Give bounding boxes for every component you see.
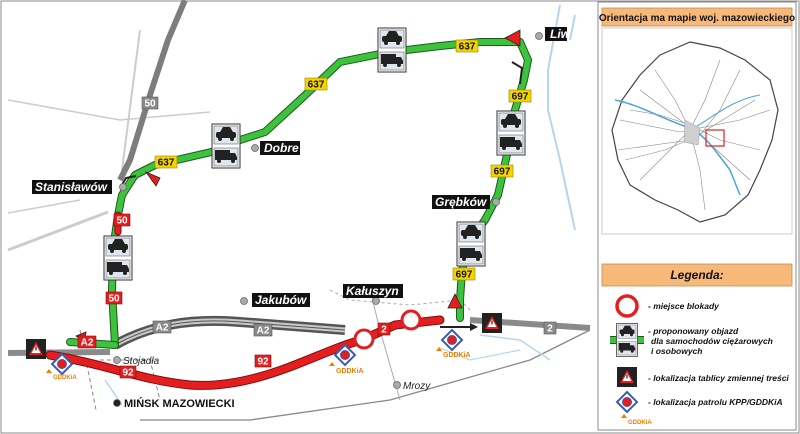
svg-text:A2: A2 xyxy=(257,326,270,337)
road-shield-2: 2 xyxy=(543,321,557,335)
inset-title: Orientacja ma mapie woj. mazowieckiego xyxy=(599,13,795,24)
town-label-stanislawow: Stanisławów xyxy=(32,180,112,194)
svg-text:697: 697 xyxy=(456,270,473,281)
svg-text:i osobowych: i osobowych xyxy=(651,346,702,356)
road-shield-92: 92 xyxy=(254,354,272,368)
detour-sign-icon xyxy=(104,236,132,280)
road-shield-697: 697 xyxy=(452,267,476,281)
road-shield-50: 50 xyxy=(105,291,123,305)
svg-text:Dobre: Dobre xyxy=(264,141,299,155)
svg-text:A2: A2 xyxy=(156,323,169,334)
road-shield-50: 50 xyxy=(113,213,131,227)
detour-sign-icon xyxy=(497,111,525,155)
svg-text:637: 637 xyxy=(308,80,325,91)
gddkia-logo-3: GDDKiA xyxy=(436,347,471,359)
gddkia-label: GDDKiA xyxy=(443,352,471,359)
svg-text:50: 50 xyxy=(108,294,120,305)
inset-header: Orientacja ma mapie woj. mazowieckiego xyxy=(599,7,795,27)
gddkia-label: GDDKiA xyxy=(53,375,77,381)
svg-text:Grębków: Grębków xyxy=(435,195,487,209)
town-label-jakubow: Jakubów xyxy=(252,293,310,307)
warning-sign-icon xyxy=(26,339,46,359)
blockade-ring-1 xyxy=(353,328,375,350)
svg-text:92: 92 xyxy=(122,368,134,379)
svg-text:GDDKiA: GDDKiA xyxy=(628,420,652,426)
red-ring-icon xyxy=(615,294,639,318)
warning-sign-icon xyxy=(482,313,502,333)
svg-text:50: 50 xyxy=(144,99,156,110)
police-patrol-icon xyxy=(441,329,463,351)
town-label-mrozy: Mrozy xyxy=(403,381,431,392)
detour-sign-icon xyxy=(212,124,240,168)
motorway-a2 xyxy=(112,315,346,350)
svg-text:697: 697 xyxy=(512,92,529,103)
legend-panel: Legenda: - miejsce blokady - proponowany… xyxy=(601,263,793,426)
gddkia-label: GDDKiA xyxy=(336,368,364,375)
svg-text:50: 50 xyxy=(116,216,128,227)
town-label-liw: Liw xyxy=(545,27,571,41)
road-shield-637: 637 xyxy=(455,39,479,53)
town-label-kaluszyn: Kałuszyn xyxy=(343,284,403,298)
road-shield-a2: A2 xyxy=(77,335,97,349)
svg-text:- lokalizacja patrolu KPP/GDDK: - lokalizacja patrolu KPP/GDDKiA xyxy=(648,397,783,407)
road-shield-a2: A2 xyxy=(152,320,172,334)
svg-text:- proponowany objazd: - proponowany objazd xyxy=(648,326,739,336)
svg-text:A2: A2 xyxy=(81,338,94,349)
svg-text:637: 637 xyxy=(158,158,175,169)
svg-text:- lokalizacja tablicy zmiennej: - lokalizacja tablicy zmiennej treści xyxy=(648,373,789,383)
road-50-north xyxy=(117,0,188,182)
town-label-dobre: Dobre xyxy=(260,141,300,155)
road-shield-637: 637 xyxy=(154,155,178,169)
town-dots xyxy=(113,32,543,407)
road-shield-50: 50 xyxy=(141,96,159,110)
svg-text:2: 2 xyxy=(381,325,387,336)
svg-text:637: 637 xyxy=(459,42,476,53)
town-label-minsk: MIŃSK MAZOWIECKI xyxy=(124,397,235,410)
road-shield-697: 697 xyxy=(508,89,532,103)
detour-sign-icon xyxy=(378,28,406,72)
svg-text:Jakubów: Jakubów xyxy=(255,293,307,307)
car-truck-detour-icon xyxy=(617,324,638,357)
legend-item-patrol: GDDKiA - lokalizacja patrolu KPP/GDDKiA xyxy=(616,391,783,426)
legend-item-detour: - proponowany objazd dla samochodów cięż… xyxy=(610,324,773,357)
svg-text:2: 2 xyxy=(547,324,553,335)
road-shield-637: 637 xyxy=(304,77,328,91)
town-label-grebkow: Grębków xyxy=(432,195,490,209)
background-roads xyxy=(7,4,591,421)
road-shield-92: 92 xyxy=(119,365,137,379)
gddkia-logo-1: GDDKiA xyxy=(46,369,77,381)
svg-text:92: 92 xyxy=(257,357,269,368)
detour-sign-icon xyxy=(457,222,485,266)
town-label-stojadla: Stojadła xyxy=(123,356,160,367)
svg-text:dla samochodów ciężarowych: dla samochodów ciężarowych xyxy=(651,336,773,346)
road-shield-a2: A2 xyxy=(253,323,273,337)
road-shield-697: 697 xyxy=(490,164,514,178)
legend-title: Legenda: xyxy=(670,268,723,282)
gddkia-logo-2: GDDKiA xyxy=(329,362,364,375)
warning-sign-icon xyxy=(617,367,637,387)
blockade-ring-2 xyxy=(400,309,422,331)
legend-item-blockade: - miejsce blokady xyxy=(615,294,720,318)
svg-text:Stanisławów: Stanisławów xyxy=(35,180,108,194)
inset-map-mazowieckie xyxy=(601,27,793,235)
svg-text:Liw: Liw xyxy=(550,27,571,41)
svg-text:697: 697 xyxy=(494,167,511,178)
legend-item-warning: - lokalizacja tablicy zmiennej treści xyxy=(617,367,789,387)
svg-text:- miejsce blokady: - miejsce blokady xyxy=(648,301,720,311)
svg-text:Kałuszyn: Kałuszyn xyxy=(346,284,399,298)
road-shield-2: 2 xyxy=(377,322,391,336)
